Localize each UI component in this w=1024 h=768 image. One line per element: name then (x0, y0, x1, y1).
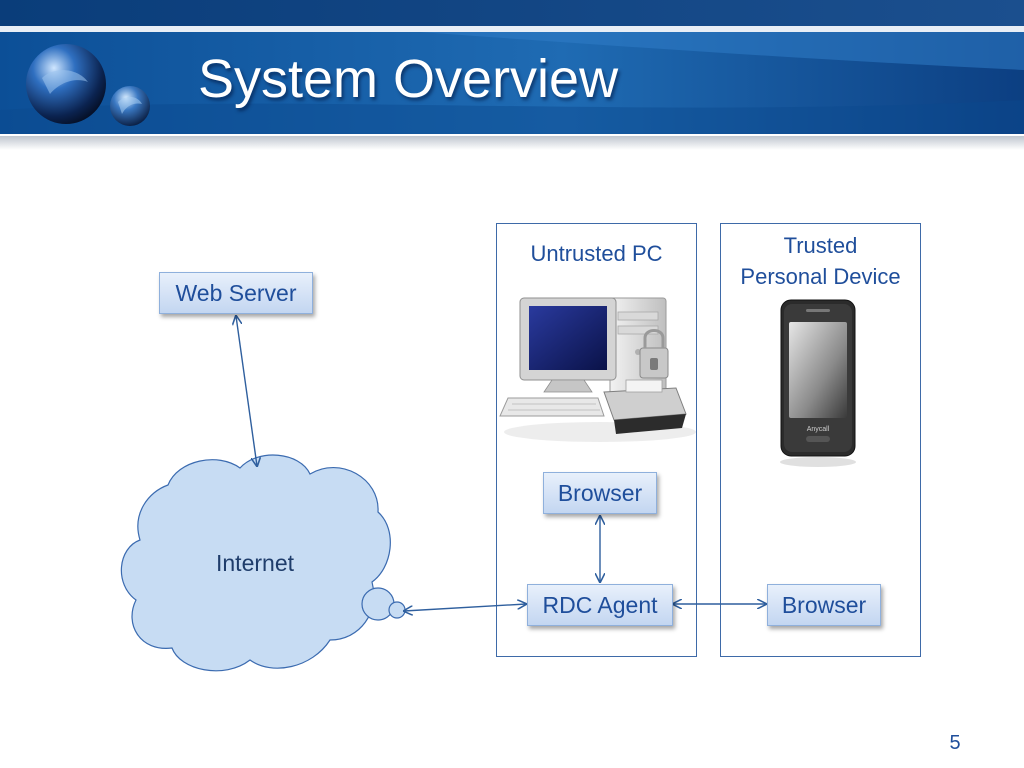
trusted-device-label-line2: Personal Device (740, 264, 901, 289)
untrusted-pc-label: Untrusted PC (530, 241, 663, 266)
slide-title: System Overview (198, 49, 619, 109)
header-background (0, 0, 1024, 138)
webserver-internet-connector (236, 316, 257, 466)
web-server-node: Web Server (159, 272, 313, 314)
trusted-device-label-line1: Trusted (783, 233, 858, 258)
pc-browser-node: Browser (543, 472, 657, 514)
globe-logo-icon (26, 44, 150, 126)
internet-label: Internet (216, 550, 294, 576)
rdc-agent-node: RDC Agent (527, 584, 673, 626)
header-shadow (0, 136, 1024, 150)
device-browser-node: Browser (767, 584, 881, 626)
trusted-device-label: Trusted Personal Device (720, 230, 921, 292)
header-band: System Overview (0, 0, 1024, 140)
page-number: 5 (949, 732, 961, 754)
